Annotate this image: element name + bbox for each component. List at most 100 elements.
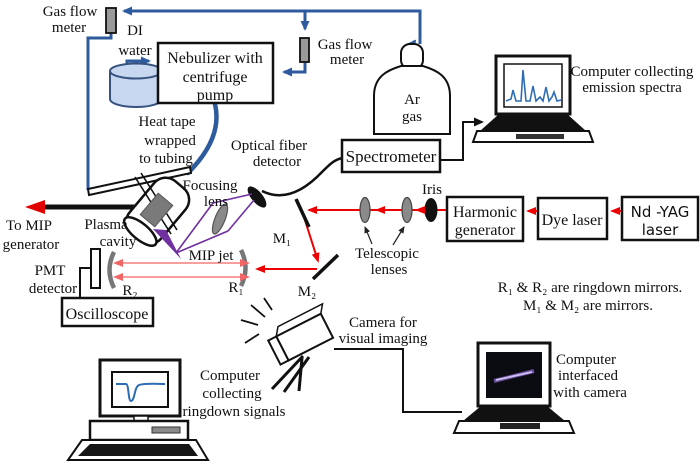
label-spectrometer: Spectrometer	[346, 147, 437, 166]
label-plasma-cavity: Plasma	[84, 217, 128, 233]
label-optical-fiber-detector-2: detector	[253, 154, 301, 170]
label-telescopic-lenses-2: lenses	[371, 262, 408, 278]
tripod-legs	[270, 354, 311, 393]
tubing-meter2-to-nebulizer	[282, 62, 307, 77]
label-focusing-lens-2: lens	[204, 194, 228, 210]
label-nd-yag: Nd -YAG	[631, 203, 690, 221]
tubing-top-run	[122, 6, 422, 44]
label-telescopic-lenses: Telescopic	[355, 246, 419, 262]
label-nd-yag-2: laser	[642, 221, 679, 239]
spectrometer-box	[340, 138, 442, 174]
label-heat-tape-2: wrapped	[144, 133, 196, 149]
fiber-detector-head-icon	[247, 186, 267, 208]
label-camera-2: visual imaging	[339, 331, 428, 347]
lens-pointer-arrow-1	[364, 226, 373, 245]
label-heat-tape-3: to tubing	[139, 151, 193, 167]
label-optical-fiber-detector: Optical fiber	[231, 138, 307, 154]
heat-taped-tubing	[185, 101, 219, 176]
label-heat-tape: Heat tape	[138, 114, 195, 130]
label-camera: Camera for	[349, 315, 417, 331]
label-pmt: PMT	[35, 263, 66, 279]
label-computer-ringdown: Computer	[200, 368, 260, 384]
label-harmonic-generator: Harmonic	[453, 204, 517, 221]
ar-gas-cylinder-icon	[373, 43, 451, 135]
plasma-cavity-assembly	[86, 165, 193, 247]
pmt-detector-icon	[90, 248, 101, 289]
label-computer-ringdown-3: ringdown signals	[183, 404, 286, 420]
label-plasma-cavity-2: cavity	[100, 234, 137, 250]
label-r1: R₁	[228, 280, 243, 296]
label-computer-emission: Computer collecting	[571, 64, 694, 80]
label-mip-jet: MIP jet	[189, 248, 235, 264]
label-nebulizer: Nebulizer with	[167, 50, 263, 67]
tubing-meter1-down	[86, 33, 113, 190]
ringdown-signal-trace	[116, 382, 166, 403]
label-ar-gas-2: gas	[402, 109, 422, 125]
label-gas-flow-meter-right: Gas flow	[318, 37, 373, 53]
gas-flow-meter-icon-right	[299, 37, 310, 63]
iris-icon	[424, 198, 438, 222]
pmt-to-oscilloscope-line	[79, 267, 91, 298]
label-ar-gas: Ar	[404, 92, 420, 108]
mip-jet-icon	[153, 229, 181, 259]
label-computer-camera-2: interfaced	[558, 368, 618, 384]
laptop-emission-icon	[471, 54, 595, 143]
emission-spectrum-trace	[505, 69, 562, 103]
label-computer-camera-3: with camera	[553, 385, 627, 401]
focusing-lens-icon	[211, 203, 229, 235]
nd-yag-laser-box	[620, 195, 700, 242]
label-to-mip-2: generator	[3, 237, 60, 253]
label-oscilloscope: Oscilloscope	[66, 306, 149, 323]
label-pmt-2: detector	[29, 281, 77, 297]
plasma-light-collection	[153, 193, 255, 259]
gas-flow-meter-icon-top	[105, 7, 117, 34]
dye-laser-box	[536, 196, 609, 241]
label-mirror-note-2: M₁ & M₂ are mirrors.	[523, 298, 653, 314]
telescopic-lens-icon-1	[359, 196, 371, 224]
label-gas-flow-meter-top: Gas flow	[43, 4, 98, 20]
label-gas-flow-meter-top-2: meter	[52, 20, 86, 36]
label-m1: M₁	[273, 231, 292, 247]
label-harmonic-generator-2: generator	[455, 222, 516, 239]
optical-fiber-cable	[261, 156, 343, 197]
label-di-water-2: water	[118, 43, 151, 59]
label-focusing-lens: Focusing	[182, 178, 238, 194]
labels-layer: Gas flow meter DI water Nebulizer with c…	[3, 4, 694, 420]
label-r2: R₂	[122, 283, 137, 299]
label-di-water: DI	[127, 23, 143, 39]
mirror-m2-icon	[311, 253, 340, 281]
harmonic-generator-box	[445, 195, 525, 243]
ringdown-mirror-r1-icon	[238, 248, 248, 288]
mirror-m1-icon	[294, 198, 311, 228]
label-mirror-note: R₁ & R₂ are ringdown mirrors.	[498, 280, 683, 296]
label-nebulizer-2: centrifuge	[183, 69, 248, 86]
quartz-tube	[86, 165, 193, 197]
flash-rays	[240, 297, 273, 344]
di-water-container-icon	[109, 62, 163, 108]
cavity-coupler-block	[139, 192, 174, 228]
label-computer-ringdown-2: collecting	[202, 386, 262, 402]
nebulizer-box	[156, 41, 275, 105]
ringdown-mirror-r2-icon	[107, 250, 117, 290]
label-m2: M₂	[298, 284, 317, 300]
label-computer-emission-2: emission spectra	[582, 80, 682, 96]
to-mip-arrow	[25, 200, 45, 214]
collection-rays	[175, 193, 255, 254]
spectrometer-to-computer-line	[440, 117, 484, 161]
label-to-mip: To MIP	[6, 218, 52, 234]
desktop-computer-icon	[66, 358, 210, 461]
cavity-beam-arrowheads	[113, 259, 250, 281]
laptop-camera-icon	[452, 341, 576, 434]
label-dye-laser: Dye laser	[542, 212, 604, 229]
label-computer-camera: Computer	[556, 352, 616, 368]
label-iris: Iris	[422, 182, 442, 198]
label-nebulizer-3: pump	[197, 87, 233, 104]
lens-pointer-arrow-2	[392, 226, 405, 246]
camera-to-computer-line	[334, 348, 462, 413]
camera-icon	[240, 297, 335, 393]
oscilloscope-box	[60, 296, 155, 328]
label-gas-flow-meter-right-2: meter	[330, 52, 364, 68]
telescopic-lens-icon-2	[401, 196, 413, 224]
